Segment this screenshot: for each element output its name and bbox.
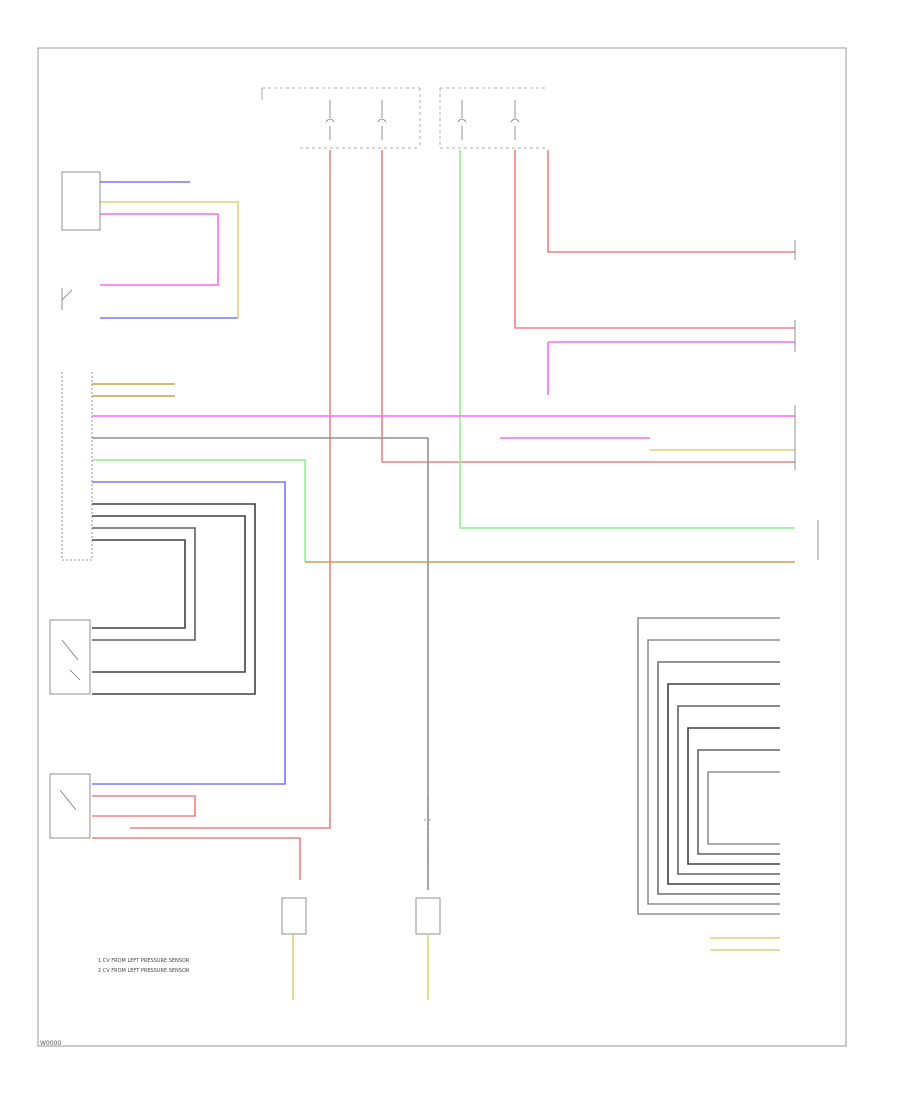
wires [92,150,795,1000]
note-2: 2 CV FROM LEFT PRESSURE SENSOR [98,968,190,974]
fuse-block-top [261,87,545,149]
note-1: 1 CV FROM LEFT PRESSURE SENSOR [98,958,190,964]
diagram-code: W0000 [40,1040,62,1047]
legend-notes: 1 CV FROM LEFT PRESSURE SENSOR 2 CV FROM… [98,958,190,974]
diagram-frame [37,47,847,1047]
components [49,171,819,935]
